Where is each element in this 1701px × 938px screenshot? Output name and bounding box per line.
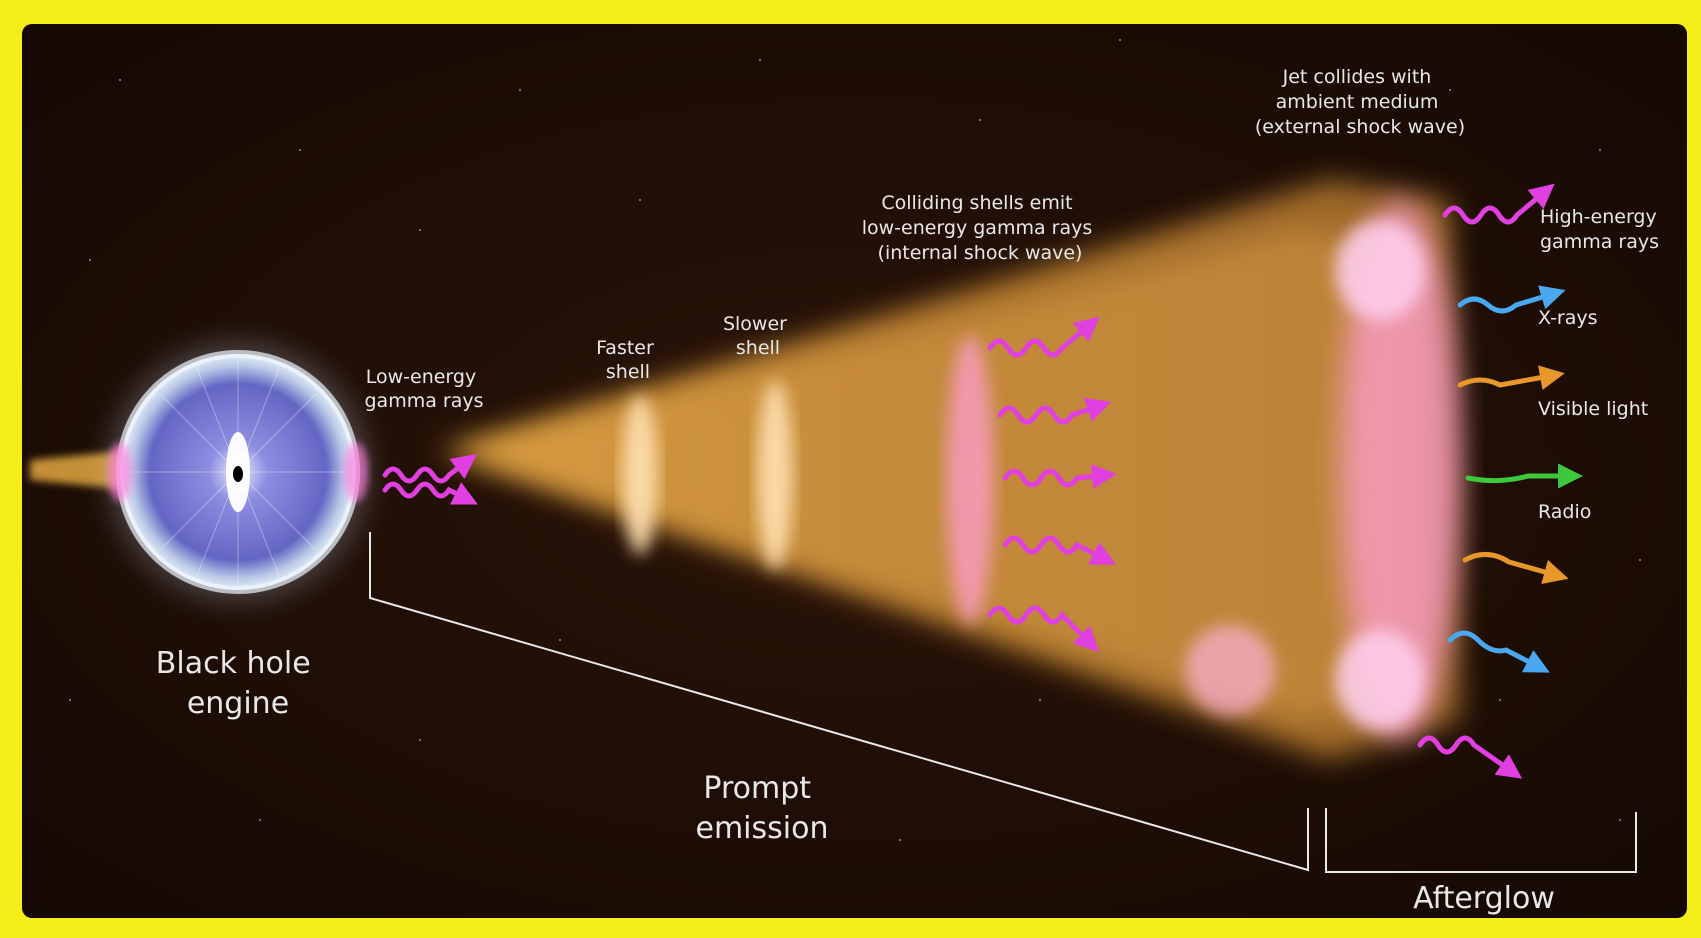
external-shock-glow-top	[1335, 220, 1425, 320]
external-shock	[1340, 200, 1460, 740]
slower-shell-label: Slower shell	[723, 313, 793, 359]
engine-label: Black hole engine	[156, 646, 320, 721]
faster-shell-label: Faster shell	[596, 337, 660, 383]
slower-shell	[757, 380, 793, 570]
afterglow-label: Afterglow	[1413, 881, 1555, 916]
gamma-arrow-afterglow	[1417, 735, 1523, 779]
xray-arrow	[1457, 285, 1566, 314]
high-energy-gamma-arrow	[1442, 183, 1555, 225]
colliding-shells-label: Colliding shells emit low-energy gamma r…	[862, 192, 1099, 264]
gamma-arrow-internal-1	[987, 316, 1100, 358]
gamma-arrow-engine-1	[382, 454, 477, 484]
jet-core	[460, 230, 1420, 720]
afterglow-bracket	[1325, 808, 1637, 873]
gamma-arrow-internal-3	[1002, 464, 1117, 489]
internal-shock	[946, 335, 994, 625]
gamma-arrow-engine-2	[382, 481, 478, 505]
stars	[69, 39, 1641, 841]
radio-arrow	[1465, 463, 1583, 489]
visible-light-arrow	[1457, 365, 1565, 390]
visible-light-arrow-2	[1462, 552, 1569, 584]
prompt-emission-bracket	[369, 532, 1309, 872]
black-hole	[233, 466, 243, 482]
xrays-label: X-rays	[1538, 307, 1598, 329]
radio-label: Radio	[1538, 501, 1591, 523]
external-shock-glow-bottom	[1335, 630, 1425, 730]
low-energy-label: Low-energy gamma rays	[364, 366, 483, 412]
prompt-emission-label: Prompt emission	[696, 771, 829, 846]
black-hole-engine	[108, 342, 368, 602]
gamma-arrow-internal-4	[1002, 535, 1116, 565]
gamma-arrow-internal-2	[997, 397, 1112, 425]
high-energy-label: High-energy gamma rays	[1540, 206, 1663, 253]
visible-light-label: Visible light	[1538, 398, 1648, 420]
external-shock-glow-lower	[1185, 625, 1275, 715]
jet-collides-label: Jet collides with ambient medium (extern…	[1255, 66, 1465, 138]
faster-shell	[622, 395, 658, 555]
gamma-arrow-internal-5	[987, 605, 1100, 653]
xray-arrow-2	[1447, 630, 1550, 673]
